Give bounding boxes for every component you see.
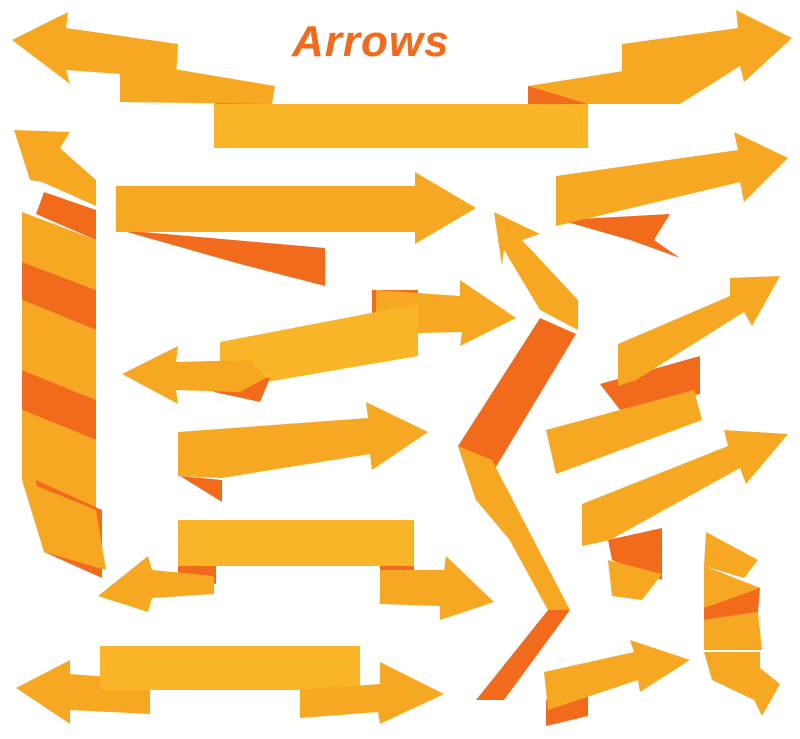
arrow-left xyxy=(98,556,214,612)
page-title: Arrows xyxy=(292,17,450,66)
ribbon-arrow-right-2 xyxy=(178,402,428,502)
arrow-left xyxy=(16,660,150,724)
banner-double-arrow-top xyxy=(12,10,792,148)
face xyxy=(704,612,762,650)
face xyxy=(704,532,758,578)
face xyxy=(22,480,106,570)
arrow-head xyxy=(494,212,578,330)
ribbon-arrow-right-up xyxy=(546,276,780,474)
arrow-right xyxy=(300,662,444,724)
fold xyxy=(22,370,96,440)
arrow-right xyxy=(380,556,494,620)
zigzag-ribbon-arrow-down-right xyxy=(704,532,780,716)
arrow-head xyxy=(704,652,780,716)
face-upper xyxy=(618,276,780,386)
banner-double-arrow-middle xyxy=(98,520,494,620)
arrow xyxy=(116,172,476,244)
banner-center xyxy=(214,104,588,148)
arrow xyxy=(556,132,788,226)
fold xyxy=(458,318,576,500)
face xyxy=(22,300,96,400)
face xyxy=(704,566,760,608)
fold xyxy=(22,262,96,330)
banner xyxy=(100,646,360,690)
small-ribbon-arrow-right-bottom xyxy=(544,640,690,726)
face xyxy=(458,446,570,610)
fold xyxy=(120,230,325,286)
arrow xyxy=(544,640,690,710)
face xyxy=(22,212,96,290)
arrow-head xyxy=(14,130,96,206)
arrow-head-right xyxy=(622,10,792,104)
fold xyxy=(560,214,680,258)
twisted-ribbon-arrow-left-and-right xyxy=(122,280,516,404)
fold xyxy=(180,476,222,502)
ribbon-arrow-right-up-2 xyxy=(582,430,788,600)
face xyxy=(582,430,788,546)
arrow-left xyxy=(122,346,266,404)
face-lower xyxy=(546,390,702,474)
banner-double-arrow-bottom xyxy=(16,646,444,724)
banner xyxy=(178,520,414,566)
straight-ribbon-arrow-right-1 xyxy=(116,172,476,286)
zigzag-ribbon-arrow-left-vertical xyxy=(14,130,106,578)
arrow xyxy=(178,402,428,478)
ribbon-center xyxy=(220,304,418,390)
face-lower xyxy=(608,560,662,600)
fold xyxy=(476,610,570,700)
fold xyxy=(608,528,662,580)
folded-ribbon-arrow-right-top xyxy=(556,132,788,258)
fold xyxy=(36,192,96,240)
zigzag-ribbon-arrow-center-vertical xyxy=(458,212,578,700)
ribbon-face xyxy=(120,60,275,104)
